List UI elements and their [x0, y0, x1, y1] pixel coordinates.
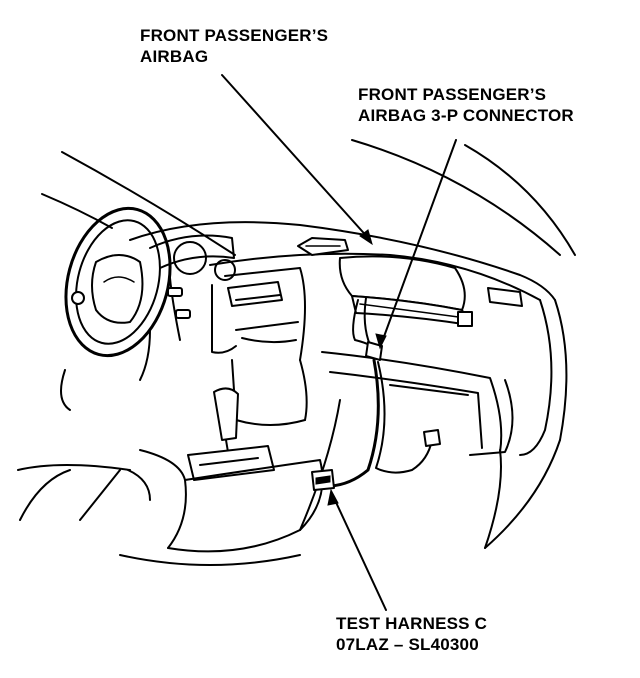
- glove-box: [321, 351, 503, 453]
- defroster-vent: [297, 237, 349, 256]
- airbag-callout-line-2: AIRBAG: [140, 47, 209, 66]
- windshield-lines: [41, 139, 576, 256]
- right-air-vent: [487, 287, 523, 307]
- passenger-airbag-module: [338, 255, 473, 327]
- airbag-callout-label: FRONT PASSENGER’S AIRBAG: [140, 25, 328, 67]
- airbag-callout-line-1: FRONT PASSENGER’S: [140, 26, 329, 45]
- leader-lines: [221, 74, 457, 611]
- connector-callout-label: FRONT PASSENGER’S AIRBAG 3-P CONNECTOR: [358, 84, 574, 126]
- instrument-cluster: [149, 234, 236, 341]
- connector-callout-line-1: FRONT PASSENGER’S: [358, 85, 547, 104]
- harness-callout-line-1: TEST HARNESS C: [336, 614, 488, 633]
- floor-curve: [119, 449, 502, 566]
- harness-callout-label: TEST HARNESS C 07LAZ – SL40300: [336, 613, 487, 655]
- console-tunnel: [17, 369, 341, 553]
- harness-wiring: [311, 297, 441, 491]
- steering-wheel: [64, 206, 172, 381]
- connector-callout-line-2: AIRBAG 3-P CONNECTOR: [358, 106, 574, 125]
- dashboard-outline: [129, 221, 568, 549]
- harness-callout-line-2: 07LAZ – SL40300: [336, 635, 479, 654]
- center-console: [211, 267, 308, 426]
- gear-shifter: [187, 387, 275, 481]
